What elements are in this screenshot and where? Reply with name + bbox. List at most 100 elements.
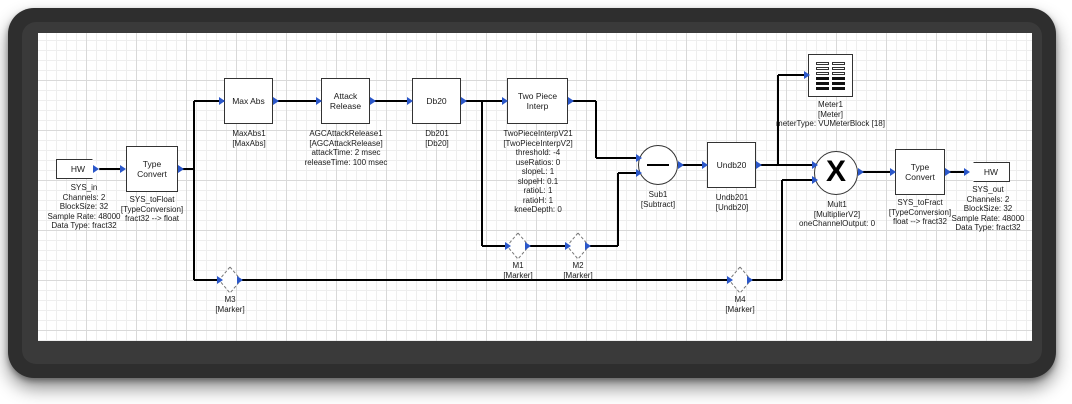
block-max-abs-label: Max Abs [232, 96, 265, 106]
caption-type-convert-in-props: fract32 --> float [124, 214, 180, 223]
block-max-abs[interactable]: Max Abs [224, 78, 273, 124]
block-type-convert-out-label: Type Convert [905, 162, 935, 182]
port-out-type-convert-out[interactable] [945, 168, 951, 176]
block-sub1[interactable] [638, 145, 678, 185]
block-mult1[interactable]: X [814, 151, 858, 195]
caption-type-convert-out-type: [TypeConversion] [888, 207, 952, 217]
caption-sub1: Sub1[Subtract] [616, 190, 700, 209]
caption-attack-release: AGCAttackRelease1[AGCAttackRelease]attac… [281, 129, 411, 167]
caption-two-piece-interp-type: [TwoPieceInterpV2] [503, 138, 573, 148]
port-in-max-abs[interactable] [219, 97, 225, 105]
port-in-type-convert-in[interactable] [120, 165, 126, 173]
multiply-icon: X [825, 155, 846, 188]
caption-two-piece-interp-name: TwoPieceInterpV21 [503, 129, 573, 138]
block-sys-out-label: HW [983, 167, 999, 177]
port-in-sub1-a[interactable] [636, 154, 642, 162]
minus-icon [647, 164, 669, 166]
caption-m2: M2[Marker] [542, 261, 614, 280]
port-out-m2[interactable] [585, 242, 591, 250]
caption-max-abs-name: MaxAbs1 [232, 129, 266, 138]
caption-sys-out-name: SYS_out [972, 185, 1004, 194]
caption-m3-name: M3 [224, 295, 236, 304]
block-marker-m4[interactable] [727, 265, 753, 295]
block-type-convert-out[interactable]: Type Convert [895, 149, 945, 195]
caption-attack-release-name: AGCAttackRelease1 [309, 129, 383, 138]
block-sys-out[interactable]: HW [966, 162, 1010, 182]
caption-attack-release-props: attackTime: 2 msec releaseTime: 100 msec [304, 148, 388, 167]
caption-max-abs: MaxAbs1[MaxAbs] [206, 129, 292, 148]
caption-attack-release-type: [AGCAttackRelease] [309, 138, 383, 148]
port-in-undb20[interactable] [702, 161, 708, 169]
caption-m3-type: [Marker] [215, 304, 245, 314]
caption-two-piece-interp-props: threshold: -4 useRatios: 0 slopeL: 1 slo… [514, 148, 562, 214]
caption-m1: M1[Marker] [482, 261, 554, 280]
port-in-sys-out[interactable] [964, 168, 970, 176]
port-out-m4[interactable] [747, 276, 753, 284]
block-undb20[interactable]: Undb20 [707, 142, 756, 188]
block-type-convert-in-label: Type Convert [137, 159, 167, 179]
port-out-m1[interactable] [525, 242, 531, 250]
caption-sys-in-name: SYS_in [70, 183, 98, 192]
port-in-sub1-b[interactable] [636, 169, 642, 177]
caption-undb20-name: Undb201 [715, 193, 749, 202]
block-marker-m2[interactable] [565, 231, 591, 261]
port-in-m2[interactable] [565, 242, 571, 250]
caption-meter1-type: [Meter] [818, 109, 843, 119]
port-in-meter1[interactable] [804, 71, 810, 79]
port-in-mult1-b[interactable] [812, 176, 818, 184]
caption-sub1-type: [Subtract] [640, 199, 676, 209]
block-sys-in-label: HW [70, 164, 86, 174]
block-attack-release-label: Attack Release [329, 91, 362, 111]
port-out-max-abs[interactable] [273, 97, 279, 105]
port-in-m1[interactable] [505, 242, 511, 250]
caption-undb20-type: [Undb20] [715, 202, 749, 212]
port-in-mult1-a[interactable] [812, 161, 818, 169]
port-in-type-convert-out[interactable] [890, 168, 896, 176]
port-out-mult1[interactable] [858, 168, 864, 176]
vu-meter-icon [816, 61, 845, 90]
port-in-m3[interactable] [217, 276, 223, 284]
caption-m4: M4[Marker] [704, 295, 776, 314]
block-marker-m3[interactable] [217, 265, 243, 295]
block-two-piece-interp[interactable]: Two Piece Interp [507, 78, 568, 124]
caption-m2-name: M2 [572, 261, 584, 270]
caption-m2-type: [Marker] [563, 270, 593, 280]
port-out-two-piece-interp[interactable] [568, 97, 574, 105]
caption-type-convert-out: SYS_toFract[TypeConversion]float --> fra… [868, 198, 972, 227]
block-meter1[interactable] [808, 54, 853, 97]
caption-meter1-props: meterType: VUMeterBlock [18] [776, 119, 885, 128]
port-out-sub1[interactable] [678, 161, 684, 169]
caption-two-piece-interp: TwoPieceInterpV21[TwoPieceInterpV2]thres… [472, 129, 604, 215]
caption-db20: Db201[Db20] [394, 129, 480, 148]
port-out-m3[interactable] [237, 276, 243, 284]
caption-m1-type: [Marker] [503, 270, 533, 280]
caption-type-convert-out-props: float --> fract32 [892, 217, 948, 226]
block-attack-release[interactable]: Attack Release [321, 78, 370, 124]
block-marker-m1[interactable] [505, 231, 531, 261]
caption-m4-type: [Marker] [725, 304, 755, 314]
caption-meter1: Meter1[Meter]meterType: VUMeterBlock [18… [728, 100, 933, 129]
block-db20-label: Db20 [426, 96, 447, 106]
port-out-undb20[interactable] [756, 161, 762, 169]
block-type-convert-in[interactable]: Type Convert [126, 146, 178, 192]
port-out-sys-in[interactable] [93, 165, 99, 173]
port-in-two-piece-interp[interactable] [502, 97, 508, 105]
port-in-attack-release[interactable] [316, 97, 322, 105]
caption-type-convert-out-name: SYS_toFract [897, 198, 943, 207]
caption-type-convert-in: SYS_toFloat[TypeConversion]fract32 --> f… [100, 195, 204, 224]
block-db20[interactable]: Db20 [412, 78, 461, 124]
caption-mult1-props: oneChannelOutput: 0 [798, 219, 876, 228]
caption-m3: M3[Marker] [194, 295, 266, 314]
port-out-type-convert-in[interactable] [178, 165, 184, 173]
port-out-attack-release[interactable] [370, 97, 376, 105]
caption-type-convert-in-name: SYS_toFloat [129, 195, 175, 204]
port-in-m4[interactable] [727, 276, 733, 284]
port-out-db20[interactable] [461, 97, 467, 105]
port-in-db20[interactable] [407, 97, 413, 105]
caption-mult1-type: [MultiplierV2] [813, 209, 861, 219]
caption-db20-type: [Db20] [425, 138, 449, 148]
block-sys-in[interactable]: HW [56, 159, 100, 179]
